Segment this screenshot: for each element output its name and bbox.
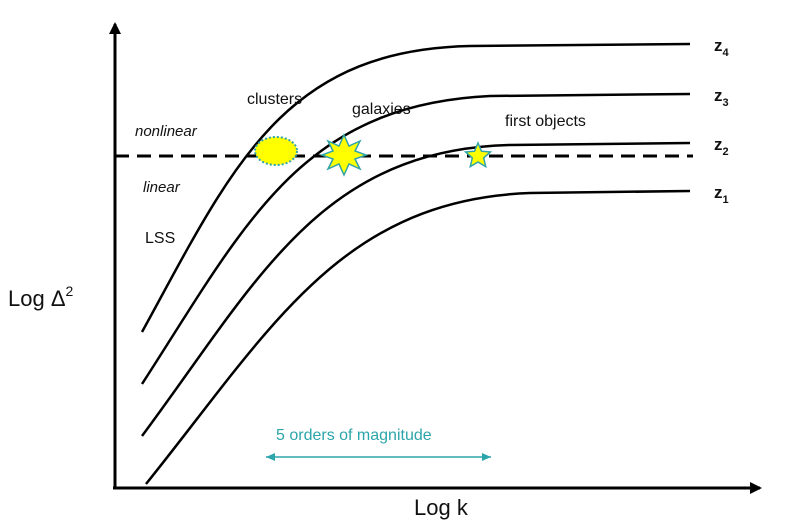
galaxies-marker <box>319 133 369 177</box>
galaxies-label: galaxies <box>352 101 411 118</box>
curve-label-z1: z1 <box>714 183 729 206</box>
x-axis-label: Log k <box>414 495 469 520</box>
curve-label-z4: z4 <box>714 36 730 59</box>
lss-label: LSS <box>145 230 175 247</box>
curve-z3 <box>140 92 691 385</box>
curve-z1 <box>145 189 691 485</box>
nonlinear-label: nonlinear <box>135 123 198 140</box>
curve-z2 <box>140 141 691 437</box>
curve-z4 <box>140 42 691 333</box>
first-objects-marker <box>463 141 493 169</box>
curve-label-z3: z3 <box>714 86 729 109</box>
first-objects-label: first objects <box>505 113 586 130</box>
clusters-marker <box>254 136 298 166</box>
span-label: 5 orders of magnitude <box>276 427 432 444</box>
linear-label: linear <box>143 179 181 196</box>
clusters-label: clusters <box>247 91 302 108</box>
y-axis-label: Log Δ2 <box>8 283 74 311</box>
curve-label-z2: z2 <box>714 135 729 158</box>
